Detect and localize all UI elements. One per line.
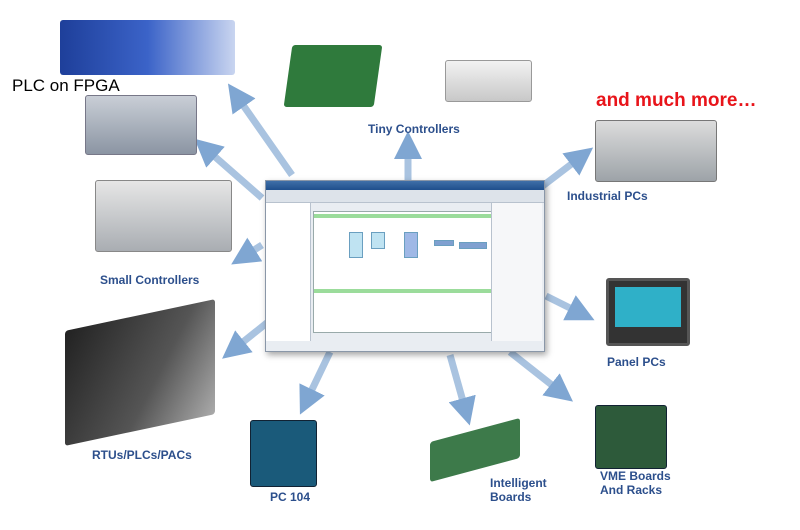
function-block [434,240,454,246]
project-tree [266,203,311,341]
pc104-label: PC 104 [270,490,311,504]
label-line: Boards [490,490,532,504]
arrow-industrial [537,147,594,191]
industrial-pcs-label: Industrial PCs [567,189,648,203]
ide-window-screenshot [265,180,545,352]
function-block [371,232,385,249]
rung-header [314,289,492,293]
arrow-pc104 [299,350,334,415]
function-block [404,232,418,258]
xport-image [445,60,532,102]
industrial-pc-image [595,120,717,182]
arrow-fpga [227,83,295,178]
arrow-boards [446,354,476,426]
arrow-vme [507,349,573,402]
function-block [349,232,363,258]
small-controllers-label: Small Controllers [100,273,200,287]
rtus-label: RTUs/PLCs/PACs [92,448,192,462]
label-line: Intelligent [490,476,547,490]
arrow-small [231,237,264,265]
panel-screen [615,287,681,327]
tiny-controller-image [283,45,383,107]
arrow-rtu [222,319,271,359]
much-more-label: and much more… [596,90,757,111]
ladder-editor [313,211,493,333]
function-block [459,242,487,249]
io-controller-image [85,95,197,155]
toolbar [266,190,544,203]
fpga-diagram-image [60,20,235,75]
window-title-bar [266,181,544,190]
label-line: And Racks [600,483,663,497]
rung-header [314,214,492,218]
plc-on-fpga-label: PLC on FPGA [12,76,120,95]
panel-pc-image [606,278,690,346]
pc104-image [250,420,317,487]
right-panel [491,203,542,341]
tiny-controllers-label: Tiny Controllers [368,122,460,136]
vme-board-image [595,405,667,469]
arrow-io [194,138,265,201]
arrow-panel [544,292,595,321]
panel-pcs-label: Panel PCs [607,355,666,369]
small-controller-image [95,180,232,252]
label-line: VME Boards [600,469,671,483]
